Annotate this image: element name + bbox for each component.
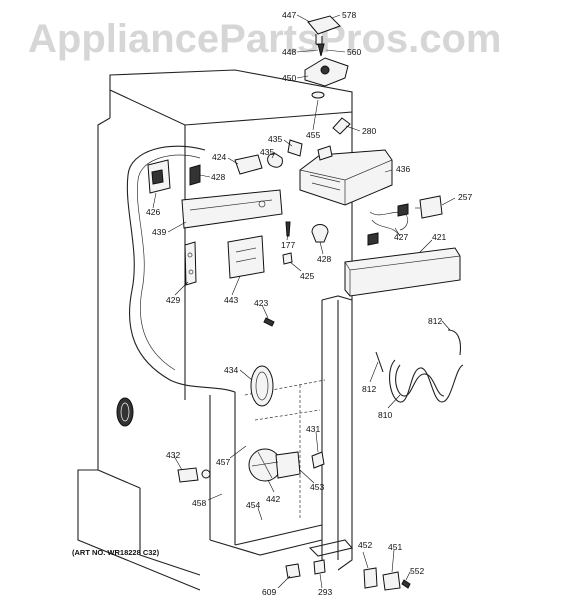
- part-label-280: 280: [362, 126, 376, 136]
- part-label-448: 448: [282, 47, 296, 57]
- part-label-293: 293: [318, 587, 332, 597]
- thermostat-part: [147, 159, 171, 194]
- part-label-427: 427: [394, 232, 408, 242]
- part-label-455: 455: [306, 130, 320, 140]
- part-label-424: 424: [212, 152, 226, 162]
- part-label-442: 442: [266, 494, 280, 504]
- defrost-heater: [389, 359, 464, 403]
- part-label-177: 177: [281, 240, 295, 250]
- control-housing: [299, 145, 393, 206]
- light-bracket: [227, 235, 265, 279]
- part-label-432: 432: [166, 450, 180, 460]
- part-label-457: 457: [216, 457, 230, 467]
- mounting-plate: [181, 189, 283, 229]
- part-label-810: 810: [378, 410, 392, 420]
- part-label-812b: 812: [362, 384, 376, 394]
- part-label-450: 450: [282, 73, 296, 83]
- part-label-428b: 428: [317, 254, 331, 264]
- damper-knob-part: [311, 224, 329, 243]
- part-label-431: 431: [306, 424, 320, 434]
- motor-part: [419, 195, 443, 219]
- part-label-425: 425: [300, 271, 314, 281]
- part-label-429: 429: [166, 295, 180, 305]
- bulb-part: [177, 467, 199, 483]
- part-label-421: 421: [432, 232, 446, 242]
- part-label-560: 560: [347, 47, 361, 57]
- hinge-plate: [363, 567, 378, 589]
- part-label-257: 257: [458, 192, 472, 202]
- part-label-578: 578: [342, 10, 356, 20]
- side-wall-opening: [116, 397, 134, 427]
- part-label-439: 439: [152, 227, 166, 237]
- hanger-part: [184, 241, 197, 286]
- art-number-caption: (ART NO. WR18228 C32): [72, 548, 160, 557]
- part-label-453: 453: [310, 482, 324, 492]
- light-lens: [250, 365, 274, 407]
- drain-tube: [447, 329, 462, 356]
- wire-harness: [367, 203, 409, 246]
- leveling-part: [313, 559, 326, 575]
- part-label-447: 447: [282, 10, 296, 20]
- part-label-423: 423: [254, 298, 268, 308]
- roller-part: [285, 563, 301, 579]
- part-label-552: 552: [410, 566, 424, 576]
- watermark: AppliancePartsPros.com: [28, 17, 502, 61]
- small-clip-part: [282, 252, 293, 265]
- part-label-812a: 812: [428, 316, 442, 326]
- part-label-435a: 435: [268, 134, 282, 144]
- leader-lines: [152, 14, 456, 589]
- fan-bushing-part: [311, 451, 325, 469]
- channel-bracket: [344, 247, 461, 297]
- lamp-socket-part: [287, 139, 303, 157]
- part-label-454: 454: [246, 500, 260, 510]
- part-label-428a: 428: [211, 172, 225, 182]
- part-label-452: 452: [358, 540, 372, 550]
- part-label-609: 609: [262, 587, 276, 597]
- part-label-458: 458: [192, 498, 206, 508]
- part-label-426: 426: [146, 207, 160, 217]
- part-label-436: 436: [396, 164, 410, 174]
- part-label-434: 434: [224, 365, 238, 375]
- switch-part: [234, 154, 263, 175]
- control-knob-part: [307, 15, 341, 35]
- fan-motor: [248, 448, 301, 482]
- part-labels: 447 578 448 560 450 455 280 435 435 424 …: [146, 10, 472, 597]
- part-label-443: 443: [224, 295, 238, 305]
- part-label-451: 451: [388, 542, 402, 552]
- clip-part: [332, 117, 351, 135]
- hinge-part: [382, 571, 401, 591]
- part-label-435b: 435: [260, 147, 274, 157]
- cabinet-outline: [77, 69, 353, 591]
